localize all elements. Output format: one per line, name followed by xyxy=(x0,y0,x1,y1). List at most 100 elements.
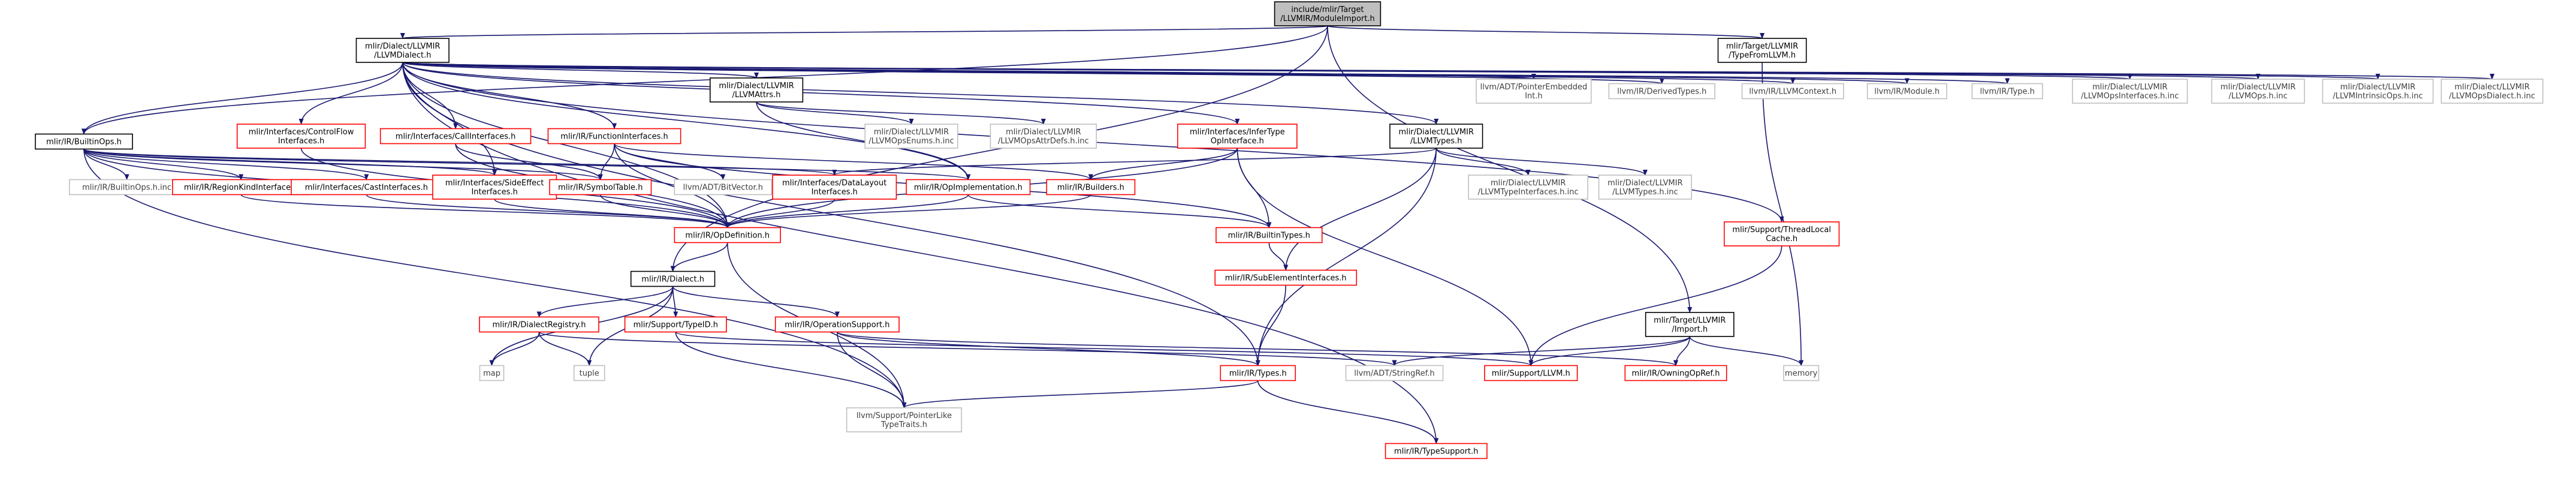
node-label-line: mlir/Support/TypeID.h xyxy=(634,321,718,330)
edge-threadlocal-to-supportllvm xyxy=(1528,245,1782,366)
node-llvmattrs[interactable]: mlir/Dialect/LLVMIR/LLVMAttrs.h xyxy=(710,77,804,103)
edge-builtinops-to-casti xyxy=(83,148,369,181)
node-box xyxy=(1220,365,1296,381)
edge-builders-to-opdefinition xyxy=(725,194,1091,229)
node-dialect[interactable]: mlir/IR/Dialect.h xyxy=(630,270,716,287)
node-supportllvm[interactable]: mlir/Support/LLVM.h xyxy=(1484,365,1578,381)
node-typesupport[interactable]: mlir/IR/TypeSupport.h xyxy=(1384,443,1488,459)
node-label-line: llvm/IR/DerivedTypes.h xyxy=(1617,88,1706,97)
node-label-line: /LLVMDialect.h xyxy=(374,51,431,60)
node-label-line: mlir/Interfaces/InferType xyxy=(1190,128,1285,137)
node-label-line: /Import.h xyxy=(1672,325,1708,334)
edge-typefromllvm-to-memory xyxy=(1761,62,1804,366)
node-label-line: mlir/IR/OwningOpRef.h xyxy=(1632,369,1720,378)
node-symboltable[interactable]: mlir/IR/SymbolTable.h xyxy=(549,179,652,196)
edge-llvmdialect-to-opdefinition xyxy=(402,62,730,229)
node-label-line: map xyxy=(483,369,500,378)
edge-llvmattrs-to-opsenums xyxy=(756,101,914,125)
node-label-line: Interfaces.h xyxy=(278,137,324,146)
node-label-line: mlir/IR/BuiltinTypes.h xyxy=(1228,232,1310,241)
node-typefromllvm[interactable]: mlir/Target/LLVMIR/TypeFromLLVM.h xyxy=(1717,38,1807,63)
node-funci[interactable]: mlir/IR/FunctionInterfaces.h xyxy=(547,128,681,145)
node-label-line: Int.h xyxy=(1525,92,1543,101)
node-box xyxy=(630,270,716,287)
node-box xyxy=(990,124,1097,149)
edge-llvmattrs-to-opsattrdefs xyxy=(756,101,1046,125)
node-box xyxy=(772,175,897,200)
node-box xyxy=(1741,83,1844,100)
node-llvmtypes[interactable]: mlir/Dialect/LLVMIR/LLVMTypes.h xyxy=(1389,124,1483,149)
node-label-line: mlir/IR/TypeSupport.h xyxy=(1394,447,1478,456)
node-label-line: memory xyxy=(1785,369,1818,378)
node-label-line: mlir/Dialect/LLVMIR xyxy=(1607,179,1682,188)
edge-opsupport-to-ptrlike xyxy=(837,332,907,408)
node-label-line: mlir/Dialect/LLVMIR xyxy=(874,128,949,137)
node-label-line: llvm/IR/Type.h xyxy=(1980,88,2034,97)
edge-root-to-typefromllvm xyxy=(1327,25,1764,39)
node-label-line: mlir/IR/Dialect.h xyxy=(641,275,704,284)
node-builtintypes[interactable]: mlir/IR/BuiltinTypes.h xyxy=(1215,227,1323,244)
node-label-line: mlir/IR/FunctionInterfaces.h xyxy=(560,133,668,142)
edge-dialectregistry-to-stringref xyxy=(538,331,1397,366)
node-label-line: mlir/Support/ThreadLocal xyxy=(1732,226,1831,235)
node-box xyxy=(624,316,727,333)
node-opsifaces: mlir/Dialect/LLVMIR/LLVMOpsInterfaces.h.… xyxy=(2072,79,2188,104)
node-box xyxy=(2072,79,2188,104)
node-opimpl[interactable]: mlir/IR/OpImplementation.h xyxy=(906,179,1031,196)
node-root[interactable]: include/mlir/Target/LLVMIR/ModuleImport.… xyxy=(1274,1,1381,26)
node-llvmcontext: llvm/IR/LLVMContext.h xyxy=(1741,83,1844,100)
edge-sideeffect-to-opdefinition xyxy=(494,199,730,229)
edge-root-to-llvmdialect xyxy=(401,25,1328,39)
node-casti[interactable]: mlir/Interfaces/CastInterfaces.h xyxy=(291,179,442,196)
node-box xyxy=(1971,83,2043,100)
edge-dialectregistry-to-map xyxy=(489,332,540,366)
node-label-line: mlir/Interfaces/DataLayout xyxy=(782,179,886,188)
node-label-line: mlir/Dialect/LLVMIR xyxy=(2221,83,2296,92)
edge-dialect-to-typeid xyxy=(672,286,678,318)
node-builtinops[interactable]: mlir/IR/BuiltinOps.h xyxy=(35,133,133,150)
node-map: map xyxy=(479,365,505,381)
node-irtypes[interactable]: mlir/IR/Types.h xyxy=(1220,365,1296,381)
node-label-line: mlir/Dialect/LLVMIR xyxy=(1399,128,1474,137)
node-regionkind[interactable]: mlir/IR/RegionKindInterface.h xyxy=(172,179,310,196)
node-label-line: /LLVMOps.h.inc xyxy=(2228,92,2287,101)
node-opdefinition[interactable]: mlir/IR/OpDefinition.h xyxy=(674,227,781,244)
node-label-line: /LLVMOpsAttrDefs.h.inc xyxy=(998,137,1089,146)
node-label-line: tuple xyxy=(580,369,599,378)
node-llvmdialect[interactable]: mlir/Dialect/LLVMIR/LLVMDialect.h xyxy=(355,38,450,63)
edge-llvmdialect-to-opsdialect xyxy=(402,62,2493,80)
edge-targetimport-to-memory xyxy=(1689,336,1804,366)
node-targetimport[interactable]: mlir/Target/LLVMIR/Import.h xyxy=(1645,312,1735,337)
node-label-line: mlir/Target/LLVMIR xyxy=(1726,42,1798,51)
node-label-line: mlir/Dialect/LLVMIR xyxy=(2092,83,2167,92)
node-box xyxy=(846,407,963,432)
node-typeifaces: mlir/Dialect/LLVMIR/LLVMTypeInterfaces.h… xyxy=(1468,175,1588,200)
edge-dialectregistry-to-tuple xyxy=(538,332,592,366)
node-box xyxy=(1624,365,1727,381)
edge-funci-to-opdefinition xyxy=(614,143,730,229)
node-box xyxy=(710,77,804,103)
edge-llvmtypes-to-datalayout xyxy=(832,148,1437,176)
edge-infertype-to-supportllvm xyxy=(1236,148,1534,366)
node-subelement[interactable]: mlir/IR/SubElementInterfaces.h xyxy=(1214,269,1358,286)
node-dialectregistry[interactable]: mlir/IR/DialectRegistry.h xyxy=(479,316,599,333)
node-builtinopsinc: mlir/IR/BuiltinOps.h.inc xyxy=(68,179,185,196)
node-label-line: mlir/IR/BuiltinOps.h.inc xyxy=(82,184,171,193)
node-owningop[interactable]: mlir/IR/OwningOpRef.h xyxy=(1624,365,1727,381)
node-label-line: /LLVMTypes.h.inc xyxy=(1612,188,1678,197)
node-intrinsicops: mlir/Dialect/LLVMIR/LLVMIntrinsicOps.h.i… xyxy=(2322,79,2434,104)
node-label-line: mlir/IR/OperationSupport.h xyxy=(785,321,889,330)
node-typeid[interactable]: mlir/Support/TypeID.h xyxy=(624,316,727,333)
node-calli[interactable]: mlir/Interfaces/CallInterfaces.h xyxy=(379,128,532,145)
node-builders[interactable]: mlir/IR/Builders.h xyxy=(1046,179,1136,196)
node-box xyxy=(674,227,781,244)
edge-llvmdialect-to-builtinops xyxy=(82,62,403,135)
node-opsupport[interactable]: mlir/IR/OperationSupport.h xyxy=(774,316,900,333)
node-box xyxy=(1215,227,1323,244)
